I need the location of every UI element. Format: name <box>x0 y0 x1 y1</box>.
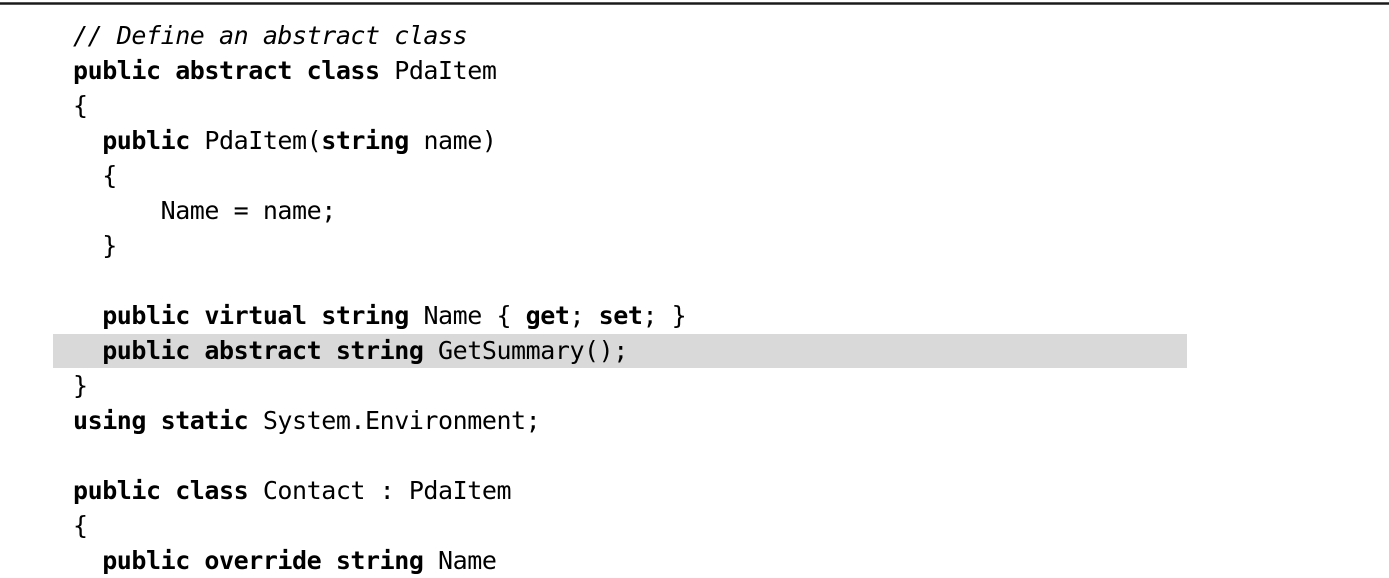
code-line-text: public override string Name <box>0 543 497 578</box>
code-token-identifier: Name <box>423 546 497 575</box>
code-line-text: } <box>0 368 88 403</box>
code-line[interactable]: public abstract class PdaItem <box>0 53 1389 88</box>
code-line-text: public PdaItem(string name) <box>0 123 497 158</box>
code-line-text: using static System.Environment; <box>0 403 541 438</box>
code-line[interactable]: } <box>0 368 1389 403</box>
code-line-text: // Define an abstract class <box>0 18 468 53</box>
code-line-text: public class Contact : PdaItem <box>0 473 511 508</box>
code-token-identifier: ; <box>569 301 599 330</box>
code-token-keyword: string <box>321 126 409 155</box>
code-line[interactable]: public PdaItem(string name) <box>0 123 1389 158</box>
code-line[interactable]: using static System.Environment; <box>0 403 1389 438</box>
code-line[interactable]: public virtual string Name { get; set; } <box>0 298 1389 333</box>
code-line[interactable] <box>0 263 1389 298</box>
code-token-identifier: Name { <box>408 301 526 330</box>
code-token-identifier: Name = name; <box>73 196 337 225</box>
code-token-identifier: System.Environment; <box>248 406 541 435</box>
code-token-identifier: { <box>73 161 117 190</box>
code-line[interactable]: Name = name; <box>0 193 1389 228</box>
top-horizontal-rule <box>0 2 1389 5</box>
code-token-identifier: GetSummary(); <box>423 336 628 365</box>
code-line-highlighted[interactable]: public abstract string GetSummary(); <box>0 333 1389 368</box>
code-token-identifier: name) <box>408 126 497 155</box>
code-token-identifier <box>73 546 102 575</box>
code-line-text <box>0 263 88 298</box>
code-token-identifier: { <box>73 91 88 120</box>
code-line-text: Name = name; <box>0 193 337 228</box>
code-token-identifier <box>73 126 102 155</box>
code-line[interactable]: public override string Name <box>0 543 1389 578</box>
code-token-keyword: public override string <box>102 546 424 575</box>
code-line-text: { <box>0 88 88 123</box>
code-token-identifier: { <box>73 511 88 540</box>
code-token-keyword: public <box>102 126 190 155</box>
code-token-identifier: } <box>73 231 117 260</box>
code-line[interactable]: { <box>0 88 1389 123</box>
code-token-identifier <box>73 301 102 330</box>
code-line-text: public virtual string Name { get; set; } <box>0 298 687 333</box>
code-token-identifier: Contact : PdaItem <box>248 476 512 505</box>
code-token-identifier <box>73 336 102 365</box>
code-token-keyword: public abstract string <box>102 336 424 365</box>
code-token-identifier: } <box>73 371 88 400</box>
code-line[interactable]: { <box>0 508 1389 543</box>
code-token-identifier: PdaItem( <box>189 126 322 155</box>
code-line[interactable]: public class Contact : PdaItem <box>0 473 1389 508</box>
code-line-text: } <box>0 228 117 263</box>
code-line-text: { <box>0 508 88 543</box>
code-token-keyword: public class <box>73 476 249 505</box>
code-token-keyword: get <box>525 301 570 330</box>
code-line-text: public abstract string GetSummary(); <box>0 333 628 368</box>
code-line-text <box>0 438 88 473</box>
code-line[interactable]: // Define an abstract class <box>0 18 1389 53</box>
code-token-keyword: public virtual string <box>102 301 409 330</box>
code-token-keyword: public abstract class <box>73 56 395 85</box>
code-token-keyword: set <box>598 301 643 330</box>
code-token-keyword: using static <box>73 406 249 435</box>
code-token-identifier: PdaItem <box>394 56 497 85</box>
code-block[interactable]: // Define an abstract class public abstra… <box>0 18 1389 578</box>
code-token-identifier: ; } <box>642 301 687 330</box>
code-line-text: { <box>0 158 117 193</box>
code-line[interactable]: { <box>0 158 1389 193</box>
code-line-text: public abstract class PdaItem <box>0 53 497 88</box>
code-line[interactable] <box>0 438 1389 473</box>
code-line[interactable]: } <box>0 228 1389 263</box>
code-token-comment: // Define an abstract class <box>73 21 468 50</box>
